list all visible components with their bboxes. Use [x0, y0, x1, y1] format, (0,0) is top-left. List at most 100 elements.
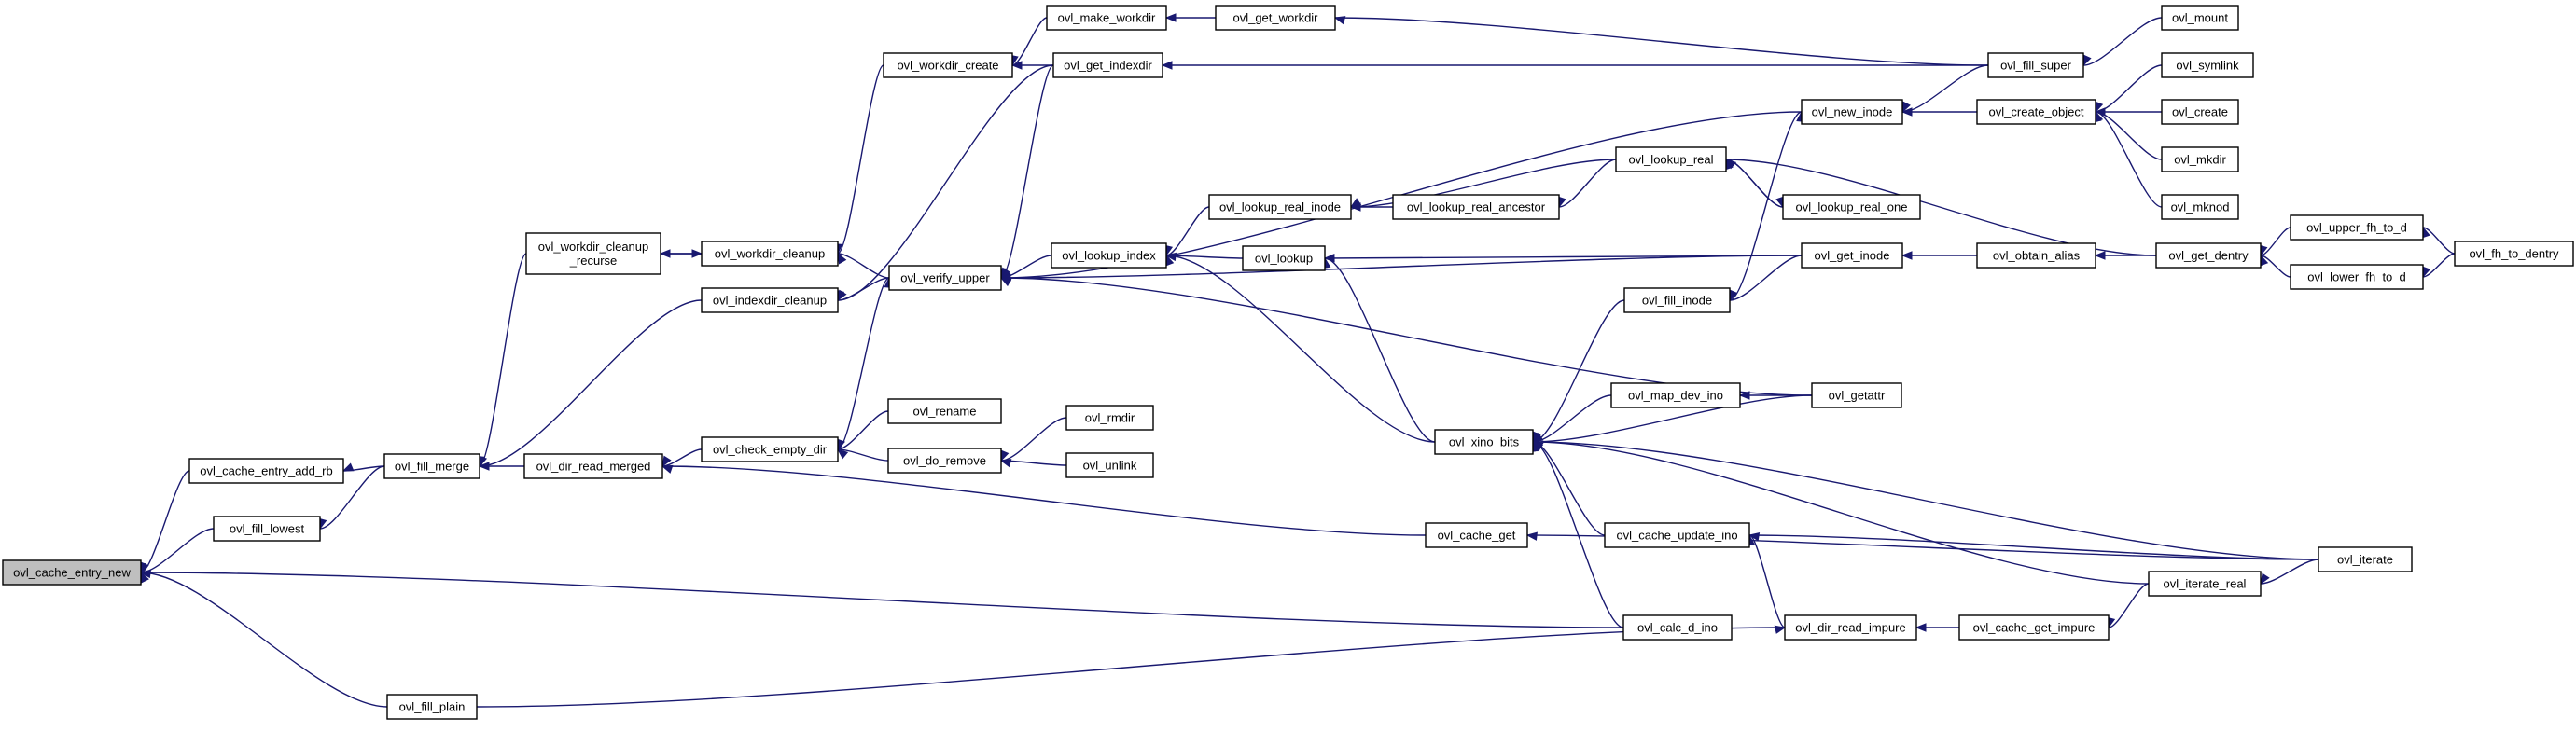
node-symlink[interactable]: ovl_symlink [2161, 52, 2254, 78]
edge-line [2422, 253, 2456, 278]
node-obtain-alias[interactable]: ovl_obtain_alias [1976, 242, 2096, 269]
node-box [1782, 194, 1921, 220]
edge-cache-get-to-dir-read-merged [661, 464, 1427, 536]
edge-lower-fh-to-d-to-get-dentry [2260, 254, 2291, 278]
node-label: ovl_cache_update_ino [1616, 529, 1737, 543]
node-iterate[interactable]: ovl_iterate [2318, 546, 2413, 572]
node-new-inode[interactable]: ovl_new_inode [1801, 99, 1903, 125]
node-lookup-real[interactable]: ovl_lookup_real [1615, 146, 1727, 172]
edge-line [1165, 255, 1436, 443]
node-do-remove[interactable]: ovl_do_remove [887, 448, 1002, 474]
node-fill-inode[interactable]: ovl_fill_inode [1623, 287, 1731, 313]
node-get-workdir[interactable]: ovl_get_workdir [1215, 5, 1336, 31]
arrowhead [139, 569, 152, 579]
arrowhead [836, 448, 849, 460]
node-label: ovl_mount [2172, 11, 2228, 25]
arrowhead [999, 459, 1012, 468]
node-iterate-real[interactable]: ovl_iterate_real [2148, 571, 2262, 597]
edge-line [2260, 559, 2319, 585]
node-get-indexdir[interactable]: ovl_get_indexdir [1052, 52, 1163, 78]
node-box [213, 516, 321, 542]
node-fill-merge[interactable]: ovl_fill_merge [383, 453, 480, 479]
node-cache-entry-new[interactable]: ovl_cache_entry_new [2, 559, 142, 586]
edge-upper-fh-to-d-to-get-dentry [2259, 227, 2291, 257]
node-cache-get-impure[interactable]: ovl_cache_get_impure [1958, 614, 2110, 641]
edge-fill-super-to-get-indexdir [1161, 61, 1988, 70]
node-make-workdir[interactable]: ovl_make_workdir [1046, 5, 1167, 31]
node-map-dev-ino[interactable]: ovl_map_dev_ino [1610, 382, 1741, 408]
node-dir-read-merged[interactable]: ovl_dir_read_merged [523, 453, 663, 479]
node-lower-fh-to-d[interactable]: ovl_lower_fh_to_d [2290, 264, 2424, 290]
node-create-object[interactable]: ovl_create_object [1976, 99, 2096, 125]
node-box [383, 453, 480, 479]
edge-line [2082, 17, 2163, 66]
edge-lookup-real-to-lookup-real-inode [1349, 159, 1617, 208]
node-workdir-cleanup-recurse[interactable]: ovl_workdir_cleanup_recurse [525, 232, 661, 275]
edge-line [1000, 64, 1054, 279]
node-label: ovl_fill_lowest [230, 522, 305, 536]
arrowhead [2260, 572, 2270, 586]
edge-get-inode-to-fill-inode [1729, 255, 1803, 302]
node-workdir-cleanup[interactable]: ovl_workdir_cleanup [701, 241, 839, 267]
edge-line [2422, 227, 2456, 255]
node-unlink[interactable]: ovl_unlink [1065, 452, 1154, 478]
node-indexdir-cleanup[interactable]: ovl_indexdir_cleanup [701, 287, 839, 313]
node-cache-get[interactable]: ovl_cache_get [1425, 522, 1528, 548]
edge-getattr-to-map-dev-ino [1738, 391, 1812, 400]
node-lookup-index[interactable]: ovl_lookup_index [1051, 242, 1167, 269]
node-get-inode[interactable]: ovl_get_inode [1801, 242, 1903, 269]
node-label: ovl_fill_super [2000, 59, 2072, 73]
node-lookup[interactable]: ovl_lookup [1242, 245, 1326, 271]
edge-line [319, 465, 385, 530]
edge-line [837, 410, 889, 450]
node-label: ovl_map_dev_ino [1628, 389, 1723, 403]
node-check-empty-dir[interactable]: ovl_check_empty_dir [701, 436, 839, 462]
edge-xino-bits-to-lookup-index [1165, 254, 1436, 443]
node-mount[interactable]: ovl_mount [2161, 5, 2239, 31]
node-rmdir[interactable]: ovl_rmdir [1065, 405, 1154, 431]
node-mkdir[interactable]: ovl_mkdir [2161, 146, 2239, 172]
edge-line [661, 448, 703, 467]
edge-line [1350, 159, 1617, 208]
node-calc-d-ino[interactable]: ovl_calc_d_ino [1622, 614, 1733, 641]
edge-line [837, 448, 889, 462]
node-mknod[interactable]: ovl_mknod [2161, 194, 2239, 220]
node-getattr[interactable]: ovl_getattr [1811, 382, 1902, 408]
node-label: ovl_mknod [2171, 200, 2230, 214]
node-lookup-real-inode[interactable]: ovl_lookup_real_inode [1208, 194, 1352, 220]
node-cache-entry-add-rb[interactable]: ovl_cache_entry_add_rb [188, 458, 344, 484]
edge-line [1000, 255, 1803, 279]
node-verify-upper[interactable]: ovl_verify_upper [888, 265, 1002, 291]
node-cache-update-ino[interactable]: ovl_cache_update_ino [1604, 522, 1750, 548]
node-lookup-real-one[interactable]: ovl_lookup_real_one [1782, 194, 1921, 220]
node-create[interactable]: ovl_create [2161, 99, 2239, 125]
node-xino-bits[interactable]: ovl_xino_bits [1434, 429, 1534, 455]
node-label: ovl_get_workdir [1232, 11, 1318, 25]
node-label: ovl_verify_upper [900, 271, 990, 285]
arrowhead [691, 249, 703, 258]
edge-create-object-to-new-inode [1901, 107, 1977, 117]
node-box [1958, 614, 2110, 641]
node-dir-read-impure[interactable]: ovl_dir_read_impure [1784, 614, 1917, 641]
node-fill-lowest[interactable]: ovl_fill_lowest [213, 516, 321, 542]
node-label: ovl_get_inode [1815, 249, 1890, 263]
node-rename[interactable]: ovl_rename [887, 398, 1002, 424]
node-box [701, 287, 839, 313]
node-upper-fh-to-d[interactable]: ovl_upper_fh_to_d [2290, 214, 2424, 241]
arrowhead [661, 464, 674, 474]
node-box [523, 453, 663, 479]
edge-line [140, 528, 215, 573]
edge-line [1532, 441, 1606, 536]
node-get-dentry[interactable]: ovl_get_dentry [2155, 242, 2262, 269]
edge-iterate-to-iterate-real [2260, 559, 2319, 586]
arrowhead [1915, 623, 1927, 632]
node-fh-to-dentry[interactable]: ovl_fh_to_dentry [2454, 241, 2574, 267]
edge-fill-inode-to-xino-bits [1530, 299, 1625, 444]
node-fill-super[interactable]: ovl_fill_super [1987, 52, 2084, 78]
edge-lookup-real-to-lookup-real-one [1725, 159, 1785, 209]
node-fill-plain[interactable]: ovl_fill_plain [386, 694, 478, 720]
arrowhead [837, 289, 847, 302]
node-label: ovl_lookup_real [1628, 153, 1713, 167]
node-workdir-create[interactable]: ovl_workdir_create [883, 52, 1013, 78]
node-lookup-real-ancestor[interactable]: ovl_lookup_real_ancestor [1392, 194, 1560, 220]
